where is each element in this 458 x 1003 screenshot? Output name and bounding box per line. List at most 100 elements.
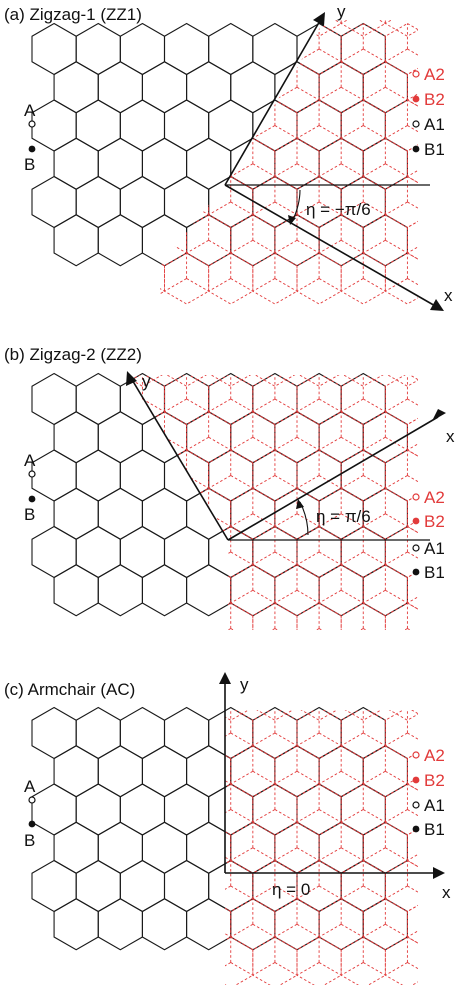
supercell-hexagon <box>0 253 32 304</box>
supercell-hexagon <box>164 602 210 630</box>
supercell-spoke <box>385 628 408 630</box>
site-label-b: B <box>24 505 35 524</box>
hexagon-cell <box>53 214 99 267</box>
supercell-spoke <box>385 885 408 900</box>
supercell-spoke <box>274 770 298 785</box>
supercell-spoke <box>452 361 458 374</box>
supercell-spoke <box>385 847 408 861</box>
supercell-spoke <box>230 201 254 216</box>
supercell-spoke <box>125 513 143 527</box>
supercell-spoke <box>253 695 275 708</box>
supercell-spoke <box>54 552 76 565</box>
supercell-spoke <box>407 923 418 938</box>
supercell-hexagon <box>76 784 120 835</box>
supercell-hexagon <box>340 449 386 502</box>
supercell-spoke <box>452 476 458 489</box>
supercell-spoke <box>125 436 143 451</box>
supercell-spoke <box>0 963 10 976</box>
supercell-spoke <box>10 552 32 565</box>
supercell-hexagon <box>362 61 408 114</box>
supercell-hexagon <box>164 525 210 579</box>
supercell-hexagon <box>230 61 276 114</box>
supercell-spoke <box>230 86 254 101</box>
supercell-hexagon <box>32 937 76 988</box>
x-axis-arrow <box>224 184 438 308</box>
supercell-spoke <box>296 847 320 861</box>
hexagon-cell <box>141 411 188 464</box>
supercell-spoke <box>98 514 120 527</box>
supercell-hexagon <box>208 175 254 229</box>
hexagon-cell <box>186 137 232 190</box>
supercell-spoke <box>252 239 276 254</box>
supercell-spoke <box>363 361 385 374</box>
supercell-spoke <box>363 628 386 630</box>
supercell-spoke <box>296 475 320 489</box>
supercell-spoke <box>186 436 209 451</box>
supercell-spoke <box>10 279 32 292</box>
supercell-hexagon <box>125 375 165 426</box>
hexagon-cell <box>163 525 210 579</box>
supercell-hexagon <box>225 783 254 836</box>
supercell-spoke <box>318 847 342 861</box>
supercell-spoke <box>430 476 452 489</box>
supercell-spoke <box>54 963 76 976</box>
supercell-spoke <box>208 436 231 451</box>
supercell-spoke <box>230 239 254 254</box>
supercell-spoke <box>230 398 254 413</box>
supercell-spoke <box>54 164 76 177</box>
supercell-spoke <box>407 589 418 604</box>
supercell-hexagon <box>340 602 386 630</box>
supercell-spoke <box>32 733 54 746</box>
supercell-spoke <box>76 771 98 784</box>
supercell-spoke <box>385 201 408 216</box>
hexagon-cell <box>53 745 99 798</box>
supercell-spoke <box>252 847 276 861</box>
supercell-hexagon <box>430 669 458 720</box>
hexagon-cell <box>141 487 188 540</box>
supercell-hexagon <box>186 137 232 190</box>
supercell-spoke <box>430 202 452 215</box>
supercell-spoke <box>340 239 364 254</box>
hexagon-cell <box>119 525 166 579</box>
supercell-spoke <box>274 239 298 254</box>
supercell-spoke <box>54 514 76 527</box>
supercell-spoke <box>208 20 231 24</box>
hexagon-cell <box>141 898 188 951</box>
supercell-spoke <box>274 513 298 527</box>
supercell-spoke <box>120 963 142 976</box>
supercell-spoke <box>164 163 187 177</box>
supercell-hexagon <box>160 137 188 190</box>
supercell-spoke <box>187 924 209 937</box>
site-b2-marker <box>412 95 420 103</box>
supercell-spoke <box>230 48 254 63</box>
supercell-hexagon <box>0 861 32 912</box>
supercell-spoke <box>32 476 54 489</box>
supercell-hexagon <box>76 374 120 425</box>
supercell-hexagon <box>76 24 120 75</box>
supercell-hexagon <box>340 99 386 152</box>
supercell-spoke <box>407 628 418 630</box>
hexagon-cell <box>119 449 166 502</box>
site-a2-marker <box>412 751 420 759</box>
supercell-spoke <box>120 87 142 100</box>
supercell-spoke <box>296 436 320 451</box>
supercell-spoke <box>98 399 120 412</box>
supercell-spoke <box>385 513 408 527</box>
supercell-hexagon <box>164 99 210 152</box>
supercell-spoke <box>296 770 320 785</box>
supercell-spoke <box>164 436 187 451</box>
supercell-spoke <box>164 278 187 292</box>
supercell-spoke <box>341 361 363 374</box>
supercell-spoke <box>225 770 231 785</box>
supercell-hexagon <box>252 936 298 985</box>
supercell-hexagon <box>10 899 54 950</box>
supercell-spoke <box>230 475 254 489</box>
supercell-spoke <box>318 628 342 630</box>
supercell-spoke <box>297 695 319 708</box>
supercell-hexagon <box>98 822 142 873</box>
supercell-spoke <box>340 847 364 861</box>
supercell-spoke <box>296 86 320 101</box>
supercell-spoke <box>160 125 165 139</box>
supercell-spoke <box>98 590 120 603</box>
supercell-spoke <box>120 886 142 899</box>
